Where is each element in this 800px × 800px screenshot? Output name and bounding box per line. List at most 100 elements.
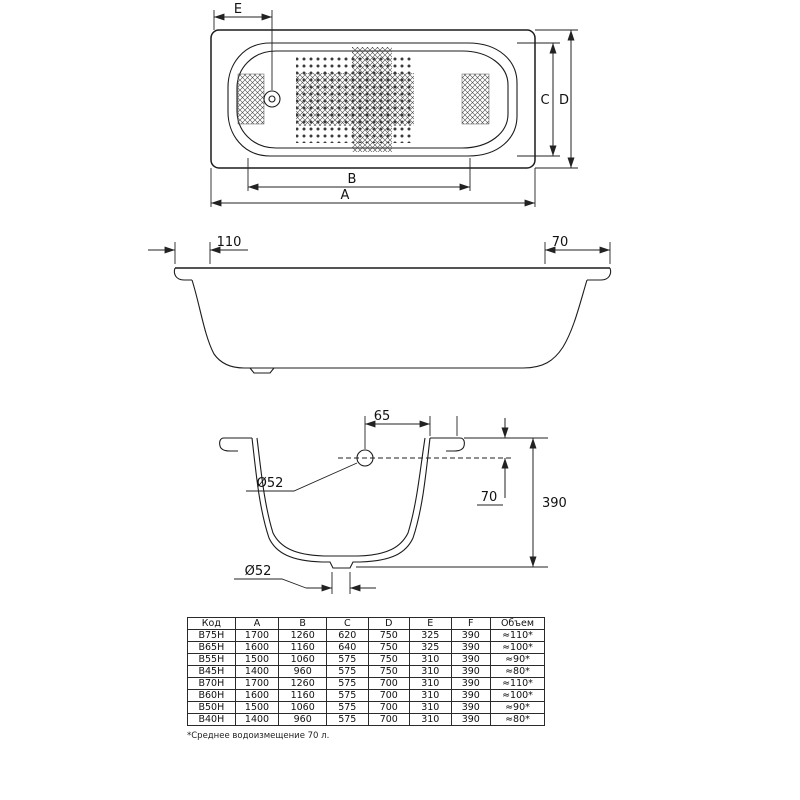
table-cell: ≈100*	[489, 689, 546, 702]
table-cell: 1500	[234, 701, 280, 714]
dim-110: 110	[148, 235, 248, 264]
dim-c: C	[517, 42, 560, 157]
table-cell: 325	[409, 641, 452, 654]
tub-opening	[227, 42, 518, 157]
dim-label-70-side: 70	[552, 235, 569, 250]
side-left-lip	[173, 267, 192, 281]
side-view: 110 70	[148, 235, 612, 374]
table-cell: 575	[326, 653, 369, 666]
table-cell: 960	[278, 713, 328, 726]
table-cell: 1400	[234, 665, 280, 678]
section-left-rim	[219, 437, 252, 452]
table-cell: 575	[326, 665, 369, 678]
table-cell: 575	[326, 677, 369, 690]
table-cell: 640	[326, 641, 369, 654]
table-cell: 310	[409, 665, 452, 678]
table-cell: 325	[409, 629, 452, 642]
table-cell: 1160	[278, 689, 328, 702]
table-cell: 750	[367, 665, 411, 678]
table-cell: B60H	[187, 689, 236, 702]
table-cell: 700	[367, 713, 411, 726]
table-header-cell: C	[326, 617, 369, 630]
table-cell: 750	[367, 629, 411, 642]
table-cell: 1400	[234, 713, 280, 726]
tub-outer-rim	[210, 29, 536, 169]
table-cell: 310	[409, 689, 452, 702]
dim-label-65: 65	[374, 409, 391, 424]
table-cell: 390	[450, 641, 491, 654]
dim-label-b: B	[348, 172, 357, 187]
section-view: Ø52 65 70 390	[219, 409, 567, 594]
table-cell: 1500	[234, 653, 280, 666]
table-cell: 1160	[278, 641, 328, 654]
dim-label-overflow: Ø52	[257, 476, 284, 491]
table-cell: 575	[326, 689, 369, 702]
table-cell: ≈110*	[489, 629, 546, 642]
dim-label-e: E	[234, 2, 242, 17]
table-cell: 750	[367, 641, 411, 654]
table-cell: ≈110*	[489, 677, 546, 690]
dim-70-section: 70	[464, 418, 548, 506]
table-footnote: *Среднее водоизмещение 70 л.	[187, 731, 330, 741]
table-cell: 1260	[278, 677, 328, 690]
table-header-cell: D	[367, 617, 411, 630]
table-cell: 390	[450, 653, 491, 666]
table-cell: B75H	[187, 629, 236, 642]
dim-a: A	[210, 168, 536, 207]
table-cell: 1700	[234, 677, 280, 690]
table-cell: 310	[409, 713, 452, 726]
section-right-rim	[430, 437, 465, 452]
dim-b: B	[247, 158, 471, 191]
table-header-cell: B	[278, 617, 328, 630]
table-cell: 700	[367, 701, 411, 714]
dim-overflow-dia: Ø52	[246, 462, 358, 492]
table-cell: ≈80*	[489, 665, 546, 678]
table-header-cell: Код	[187, 617, 236, 630]
drain-hole	[263, 90, 281, 108]
table-cell: 1700	[234, 629, 280, 642]
table-cell: 1260	[278, 629, 328, 642]
table-cell: 1600	[234, 689, 280, 702]
table-header-cell: A	[234, 617, 280, 630]
table-cell: 390	[450, 689, 491, 702]
table-cell: ≈90*	[489, 653, 546, 666]
dim-390: 390	[356, 438, 567, 568]
side-shell	[191, 279, 588, 369]
side-right-lip	[587, 267, 612, 281]
dim-label-a: A	[341, 188, 350, 203]
dim-d: D	[535, 29, 578, 169]
table-cell: 390	[450, 629, 491, 642]
table-cell: B65H	[187, 641, 236, 654]
side-drain-bump	[249, 367, 275, 374]
table-cell: 700	[367, 677, 411, 690]
dim-label-390: 390	[542, 496, 567, 511]
table-cell: B45H	[187, 665, 236, 678]
dim-label-drain: Ø52	[245, 564, 272, 579]
table-cell: ≈100*	[489, 641, 546, 654]
table-cell: 390	[450, 665, 491, 678]
table-header-cell: E	[409, 617, 452, 630]
table-cell: B40H	[187, 713, 236, 726]
top-view: E C D B A	[210, 2, 578, 207]
table-cell: 310	[409, 701, 452, 714]
table-cell: 1600	[234, 641, 280, 654]
table-cell: ≈90*	[489, 701, 546, 714]
table-header-cell: Объем	[489, 617, 546, 630]
section-shell-inner	[256, 437, 426, 557]
dim-70-side: 70	[544, 235, 611, 264]
table-cell: 390	[450, 677, 491, 690]
dim-65: 65	[364, 409, 458, 449]
dim-label-c: C	[540, 93, 549, 108]
table-cell: 1060	[278, 701, 328, 714]
